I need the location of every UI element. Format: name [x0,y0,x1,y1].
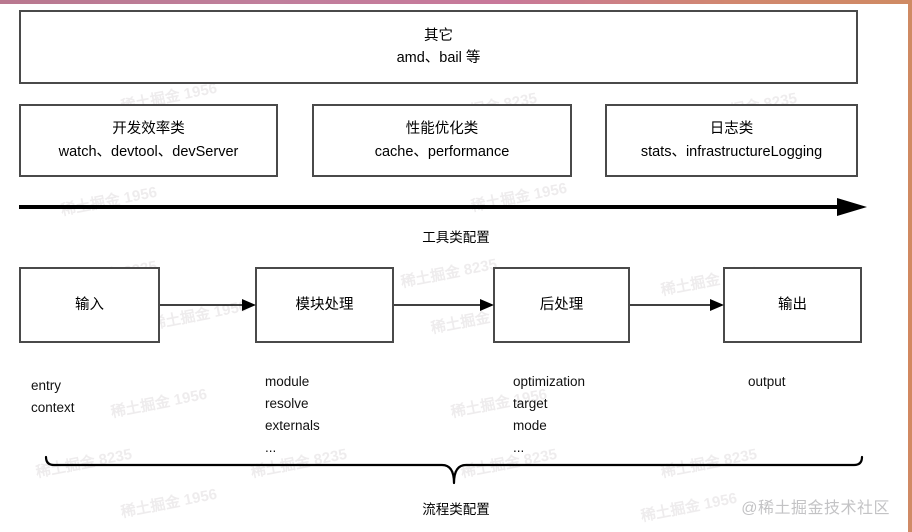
options-list-output: output [748,374,786,389]
category-box-other-items: amd、bail 等 [396,50,481,66]
category-box-performance: 性能优化类 cache、performance [312,104,572,177]
tool-config-arrow-label: 工具类配置 [422,230,490,245]
flow-box-post-processing: 后处理 [493,267,630,343]
connector-arrow-icon-input-to-module [160,299,256,311]
category-box-dev-efficiency-title: 开发效率类 [112,121,185,138]
tool-config-arrow-icon [19,198,867,216]
category-box-other: 其它 amd、bail 等 [19,10,858,84]
frame-top-accent [0,0,912,4]
options-list-module: module resolve externals ... [265,374,320,455]
flow-box-module-processing-label: 模块处理 [295,296,354,313]
options-list-input: entry context [31,378,75,415]
connector-arrow-icon-module-to-post [394,299,494,311]
flow-box-input: 输入 [19,267,160,343]
category-box-performance-items: cache、performance [374,143,510,160]
flow-box-output: 输出 [723,267,862,343]
category-box-logging-title: 日志类 [709,121,754,138]
options-list-post: optimization target mode ... [513,374,586,455]
flow-box-output-label: 输出 [778,296,807,313]
category-box-performance-title: 性能优化类 [405,121,479,138]
category-box-dev-efficiency: 开发效率类 watch、devtool、devServer [19,104,278,177]
site-credit-watermark: @稀土掘金技术社区 [741,500,890,517]
flow-box-input-label: 输入 [75,296,104,313]
category-box-logging: 日志类 stats、infrastructureLogging [605,104,858,177]
category-box-dev-efficiency-items: watch、devtool、devServer [58,143,239,160]
flow-box-post-processing-label: 后处理 [539,296,584,313]
flow-config-brace-icon [44,455,864,485]
category-box-other-title: 其它 [424,27,453,44]
flow-box-module-processing: 模块处理 [255,267,394,343]
watermark: 稀土掘金 1956 [109,385,209,422]
category-box-logging-items: stats、infrastructureLogging [640,143,823,160]
watermark: 稀土掘金 8235 [399,255,499,292]
flow-config-brace-label: 流程类配置 [422,502,490,517]
frame-right-accent [908,0,912,532]
connector-arrow-icon-post-to-output [630,299,724,311]
